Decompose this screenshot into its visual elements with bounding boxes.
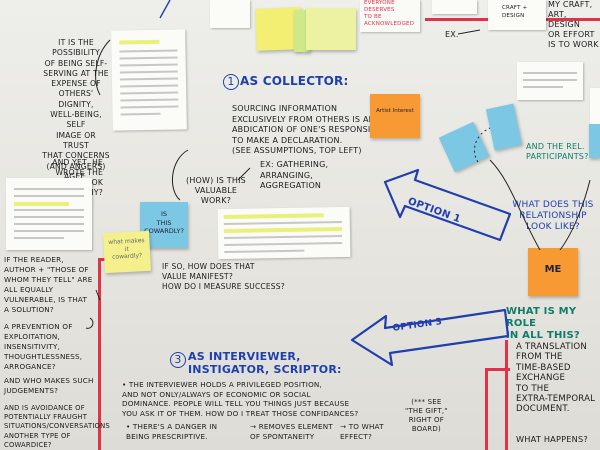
text-line	[14, 188, 84, 190]
what-is-my-role-text: WHAT IS MY ROLE IN ALL THIS?	[506, 306, 580, 341]
collector-example: EX: GATHERING, ARRANGING, AGGREGATION	[260, 160, 329, 190]
prevention-text: A PREVENTION OF EXPLOITATION, INSENSITIV…	[4, 322, 83, 371]
text-line	[14, 230, 84, 232]
highlight	[14, 202, 69, 206]
connector-top-blue	[159, 0, 171, 19]
red-divider-right-v	[505, 340, 508, 450]
collector-title: AS COLLECTOR:	[240, 74, 349, 88]
connector-curve-cowardly	[171, 149, 189, 201]
me-text: ME	[544, 264, 562, 275]
see-gift-text: (*** SEE "THE GIFT," RIGHT OF BOARD)	[405, 398, 448, 433]
connector-left-arrow	[95, 39, 111, 96]
sticky-blue-right-3	[589, 124, 600, 158]
danger-text: • THERE'S A DANGER IN BEING PRESCRIPTIVE…	[126, 422, 218, 441]
collector-body: SOURCING INFORMATION EXCLUSIVELY FROM OT…	[232, 104, 397, 155]
everyone-deserves-text: EVERYONE DESERVES TO BE ACKNOWLEDGED	[364, 0, 415, 27]
paper-right-edge	[590, 88, 600, 128]
interviewer-number: 3	[170, 352, 186, 368]
possibility-text: IT IS THE POSSIBILITY OF BEING SELF- SER…	[42, 38, 110, 181]
paper-top-right	[432, 0, 477, 14]
connector-me-right	[559, 179, 591, 251]
how-valuable-text: (HOW) IS THIS VALUABLE WORK?	[186, 176, 246, 205]
interviewer-title: AS INTERVIEWER, INSTIGATOR, SCRIPTOR:	[188, 350, 342, 376]
book-page-left	[6, 178, 92, 250]
red-divider-left-vertical	[98, 258, 101, 450]
paper-craft: CRAFT + DESIGN	[488, 0, 546, 30]
red-divider-lower-v	[485, 368, 488, 450]
to-what-text: → TO WHAT EFFECT?	[340, 422, 384, 441]
paper-right-mid	[517, 62, 583, 100]
removes-text: → REMOVES ELEMENT OF SPONTANEITY	[250, 422, 333, 441]
text-line	[523, 72, 577, 74]
connector-ex-arrow	[457, 29, 481, 35]
craft-right-text: MY CRAFT, ART, DESIGN OR EFFORT IS TO WO…	[548, 0, 599, 49]
connector-me-up	[489, 159, 541, 251]
ex-label: EX.	[445, 30, 459, 39]
paper-top-left	[210, 0, 250, 28]
text-line	[14, 237, 64, 239]
text-line	[523, 86, 563, 88]
translation-text: A TRANSLATION FROM THE TIME-BASED EXCHAN…	[516, 342, 596, 415]
sticky-me: ME	[528, 248, 578, 296]
avoidance-text: AND IS AVOIDANCE OF POTENTIALLY FRAUGHT …	[4, 404, 110, 449]
craft-text: CRAFT + DESIGN	[502, 5, 528, 19]
what-happens-text: WHAT HAPPENS?	[516, 434, 588, 444]
cowardly-text: IS THIS COWARDLY?	[144, 210, 184, 235]
if-reader-text: IF THE READER, AUTHOR + "THOSE OF WHOM T…	[4, 255, 93, 314]
if-so-text: IF SO, HOW DOES THAT VALUE MANIFEST? HOW…	[162, 262, 285, 292]
text-line	[14, 223, 84, 225]
paper-top-center: EVERYONE DESERVES TO BE ACKNOWLEDGED	[360, 0, 420, 32]
orange-top-text: Artist Interest	[376, 108, 414, 114]
sticky-orange-top: Artist Interest	[370, 94, 420, 138]
interviewer-body: • THE INTERVIEWER HOLDS A PRIVILEGED POS…	[122, 380, 359, 418]
text-line	[523, 79, 577, 81]
text-line	[14, 195, 84, 197]
and-the-rel-text: AND THE REL. PARTICIPANTS?	[526, 142, 589, 161]
text-line	[14, 209, 84, 211]
connector-dotted	[474, 127, 491, 163]
connector-line-example	[237, 167, 251, 181]
connector-prevention	[85, 317, 94, 329]
collector-number: 1	[223, 74, 239, 90]
who-makes-text: AND WHO MAKES SUCH JUDGEMENTS?	[4, 376, 94, 395]
option1-arrow	[383, 168, 512, 242]
option3-arrow	[350, 308, 510, 367]
connector-left-reader	[95, 289, 101, 301]
text-line	[14, 216, 84, 218]
sticky-pale-top	[306, 8, 356, 50]
red-divider-lower-h	[485, 368, 510, 371]
